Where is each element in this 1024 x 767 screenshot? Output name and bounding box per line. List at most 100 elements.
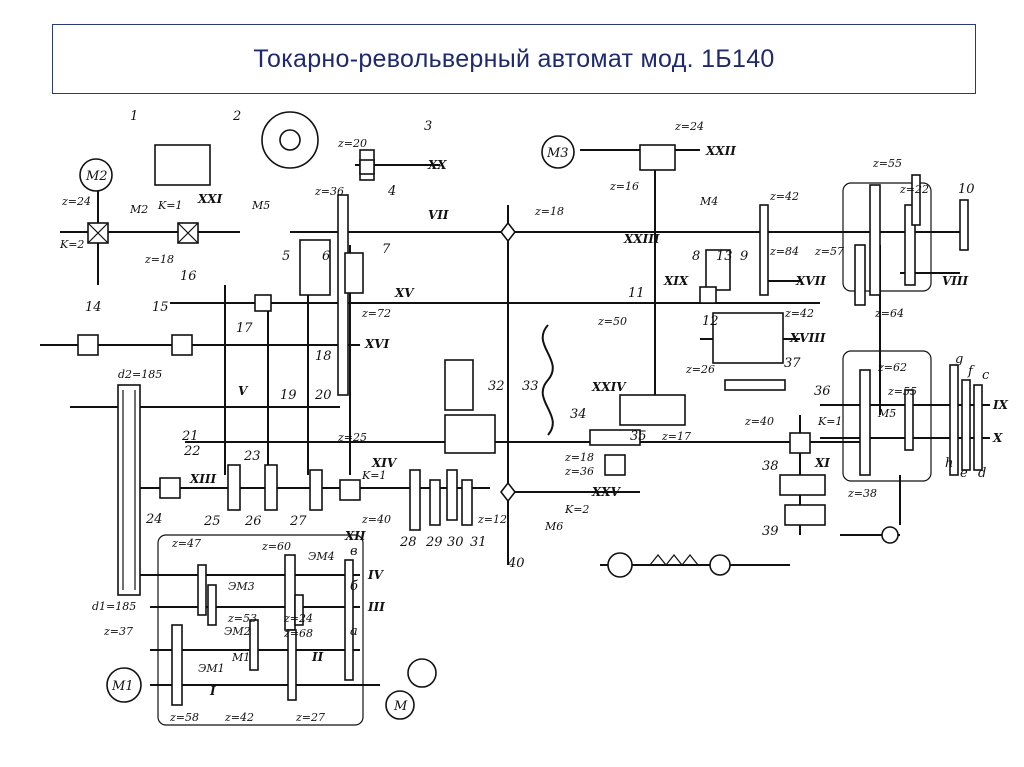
element-number: 35 <box>630 429 647 444</box>
element-number: 39 <box>762 524 779 539</box>
gear-label: z=84 <box>769 245 799 258</box>
shaft-label: XX <box>427 158 447 172</box>
page-title: Токарно-револьверный автомат мод. 1Б140 <box>253 44 775 73</box>
element-number: 36 <box>814 384 831 399</box>
clutch-label: M6 <box>544 520 563 533</box>
gear-label: z=18 <box>534 205 564 218</box>
element-number: 1 <box>130 109 138 124</box>
belt-drive <box>117 384 141 596</box>
shaft-label: V <box>238 384 249 398</box>
gear-label: z=55 <box>872 157 902 170</box>
gear-label: z=72 <box>361 307 391 320</box>
gear-z47 <box>197 564 207 616</box>
element-number: 25 <box>203 514 221 529</box>
shaft-label: IV <box>367 568 385 582</box>
gearbox-housing <box>157 534 364 726</box>
letter-label: d <box>978 466 986 481</box>
gear-label: z=38 <box>847 487 877 500</box>
coupling-diamond <box>499 481 517 503</box>
shaft-label: II <box>311 650 324 664</box>
clutch-label: M5 <box>877 407 896 420</box>
gear-25 <box>227 464 241 511</box>
clutch-13 <box>705 249 731 291</box>
shaft-label: XII <box>344 529 366 543</box>
element-number: 14 <box>85 300 102 315</box>
motor-m3 <box>541 135 575 169</box>
gear-label: K=1 <box>817 415 842 428</box>
gear <box>207 584 217 626</box>
shaft-label: XXV <box>591 485 622 499</box>
element-number: 20 <box>314 388 332 403</box>
right-upper-housing <box>842 182 932 292</box>
gear-label: z=42 <box>769 190 799 203</box>
gear-cluster-right <box>344 559 354 681</box>
shaft-label: IX <box>992 398 1009 412</box>
slide-roller <box>709 554 731 576</box>
clutch-label: M5 <box>251 199 270 212</box>
element-number: 9 <box>740 249 748 264</box>
gear-label: z=50 <box>597 315 627 328</box>
element-number: 28 <box>399 535 417 550</box>
gear-label: z=24 <box>61 195 91 208</box>
pivot <box>881 526 899 544</box>
shaft-label: XXIII <box>623 232 660 246</box>
mechanism-37 <box>724 379 786 391</box>
gear-10 <box>911 174 921 226</box>
shaft-label: XV <box>394 286 415 300</box>
clutch-label: M2 <box>129 203 148 216</box>
mechanism-38 <box>779 474 826 496</box>
gear-label: z=62 <box>877 361 907 374</box>
gear-label: z=16 <box>609 180 639 193</box>
element-number: 22 <box>183 444 201 459</box>
gear-label: z=18 <box>564 451 594 464</box>
gear-29 <box>429 479 441 526</box>
motor-m3-gear <box>639 144 676 171</box>
letter-label: a <box>350 624 358 639</box>
shaft-label: XVI <box>364 337 390 351</box>
element-number: 34 <box>570 407 587 422</box>
gear-label: z=42 <box>224 711 254 724</box>
gear-6 <box>299 239 331 296</box>
block-xviii <box>712 312 784 364</box>
gear-label: K=2 <box>564 503 589 516</box>
element-number: 3 <box>424 119 432 134</box>
gear-label: z=42 <box>784 307 814 320</box>
gear-label: z=68 <box>283 627 313 640</box>
gear-z58 <box>171 624 183 706</box>
gear-label: z=20 <box>337 137 367 150</box>
pump-h-upper <box>407 658 437 688</box>
gear-label: K=1 <box>361 469 386 482</box>
gear-31 <box>461 479 473 526</box>
letter-label: e <box>960 466 968 481</box>
element-number: 5 <box>282 249 290 264</box>
element-number: 38 <box>762 459 779 474</box>
electromagnet-label: ЭМ4 <box>308 550 335 563</box>
shaft-label: XVIII <box>789 331 826 345</box>
element-number: 13 <box>716 249 733 264</box>
motor-label: M1 <box>111 679 134 694</box>
gear-label: z=26 <box>685 363 715 376</box>
element-number: 10 <box>958 182 975 197</box>
element-number: 31 <box>470 535 487 550</box>
element-number: 18 <box>315 349 332 364</box>
gear-label: z=55 <box>887 385 917 398</box>
element-number: 2 <box>232 109 241 124</box>
shaft-label: XVII <box>795 274 826 288</box>
clutch-label: M1 <box>231 651 250 664</box>
element-number: 33 <box>522 379 539 394</box>
mechanism-32-top <box>444 359 474 411</box>
shaft-label: VIII <box>942 274 969 288</box>
gear-label: z=24 <box>283 612 313 625</box>
element-number: 16 <box>180 269 197 284</box>
gear-label: z=64 <box>874 307 904 320</box>
motor-label: M3 <box>546 146 569 161</box>
shaft-label: XIV <box>371 456 398 470</box>
element-number: 11 <box>628 286 645 301</box>
index-disk-hub <box>279 129 301 151</box>
gear-label: z=17 <box>661 430 691 443</box>
clutch-boxes <box>77 159 811 501</box>
gear-label: z=60 <box>261 540 291 553</box>
gear-c <box>973 384 983 471</box>
element-number: 6 <box>322 249 330 264</box>
element-number: 37 <box>784 356 801 371</box>
